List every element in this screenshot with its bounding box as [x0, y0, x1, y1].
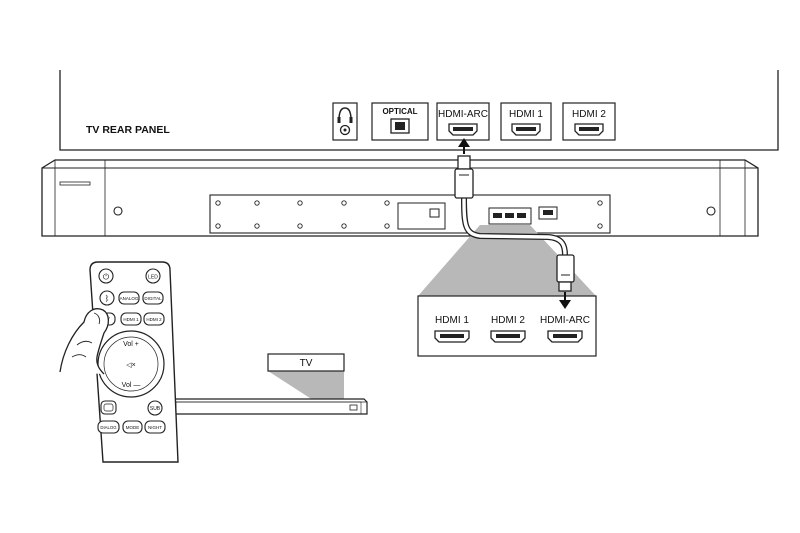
headphone-icon [337, 107, 353, 136]
remote-led-label: LED [148, 275, 158, 281]
tv-hdmi-arc-label: HDMI-ARC [438, 109, 488, 120]
hdmi-cable [454, 138, 575, 309]
power-icon: ⏻ [103, 273, 110, 282]
arrow-down-icon [559, 292, 571, 309]
soundbar-screws [215, 200, 603, 229]
optical-port-label: OPTICAL [382, 107, 417, 116]
remote-digital-label: DIGITAL [144, 296, 162, 301]
remote-night-button[interactable]: NIGHT [144, 420, 166, 434]
inset-hdmi-arc-port: HDMI-ARC [540, 315, 590, 343]
hdmi-plug-bottom [556, 254, 575, 292]
remote-dialog-button[interactable]: DIALOG [97, 420, 120, 434]
front-display-illustration: TV [169, 353, 368, 415]
remote-digital-button[interactable]: DIGITAL [142, 291, 164, 305]
tv-panel-title: TV REAR PANEL [86, 124, 170, 136]
mute-icon: ◁× [126, 362, 135, 369]
bluetooth-icon: ᛒ [105, 294, 110, 303]
remote-hdmi2-button[interactable]: HDMI 2 [143, 312, 165, 326]
remote-hdmi1-label: HDMI 1 [123, 317, 139, 322]
display-callout-label: TV [300, 358, 313, 369]
remote-vol-minus-label: Vol — [122, 382, 141, 389]
inset-hdmi2-label: HDMI 2 [491, 315, 525, 326]
hand-pressing-tv-button [59, 308, 110, 375]
tv-rear-panel: TV REAR PANEL OPTICAL HDMI-ARC [59, 70, 779, 151]
remote-power-button[interactable]: ⏻ [98, 268, 114, 284]
soundbar [41, 159, 759, 237]
soundbar-screw-left [113, 206, 123, 216]
inset-hdmi-arc-label: HDMI-ARC [540, 315, 590, 326]
remote-analog-button[interactable]: ANALOG [118, 291, 140, 305]
remote-sub-button[interactable]: SUB [147, 400, 163, 416]
inset-hdmi2-port: HDMI 2 [490, 315, 526, 343]
remote-surround-button[interactable] [100, 400, 117, 415]
optical-port: OPTICAL [371, 102, 429, 141]
remote-night-label: NIGHT [148, 425, 162, 430]
remote-mode-button[interactable]: MODE [122, 420, 143, 434]
remote-hdmi2-label: HDMI 2 [146, 317, 162, 322]
display-callout-box [267, 353, 345, 372]
hdmi-plug-top [454, 155, 474, 199]
headphone-port [332, 102, 358, 141]
remote-analog-label: ANALOG [120, 296, 139, 301]
tv-hdmi1-port: HDMI 1 [500, 102, 552, 141]
tv-hdmi2-port: HDMI 2 [562, 102, 616, 141]
remote-sub-label: SUB [150, 406, 161, 412]
remote-mode-label: MODE [126, 425, 140, 430]
remote-vol-plus-label: Vol + [123, 341, 139, 348]
tv-hdmi-arc-port: HDMI-ARC [436, 102, 490, 141]
soundbar-screw-right [706, 206, 716, 216]
remote-bluetooth-button[interactable]: ᛒ [99, 290, 115, 306]
remote-control: ⏻ LED ᛒ ANALOG DIGITAL TV HDMI 1 [89, 261, 179, 463]
inset-hdmi1-label: HDMI 1 [435, 315, 469, 326]
remote-volume-ring[interactable]: Vol + ◁× Vol — [97, 330, 165, 398]
remote-led-button[interactable]: LED [145, 268, 161, 284]
tv-hdmi2-label: HDMI 2 [572, 109, 606, 120]
tv-hdmi1-label: HDMI 1 [509, 109, 543, 120]
arrow-up-icon [458, 138, 470, 154]
remote-dialog-label: DIALOG [100, 425, 117, 430]
remote-hdmi1-button[interactable]: HDMI 1 [120, 312, 142, 326]
inset-hdmi1-port: HDMI 1 [434, 315, 470, 343]
